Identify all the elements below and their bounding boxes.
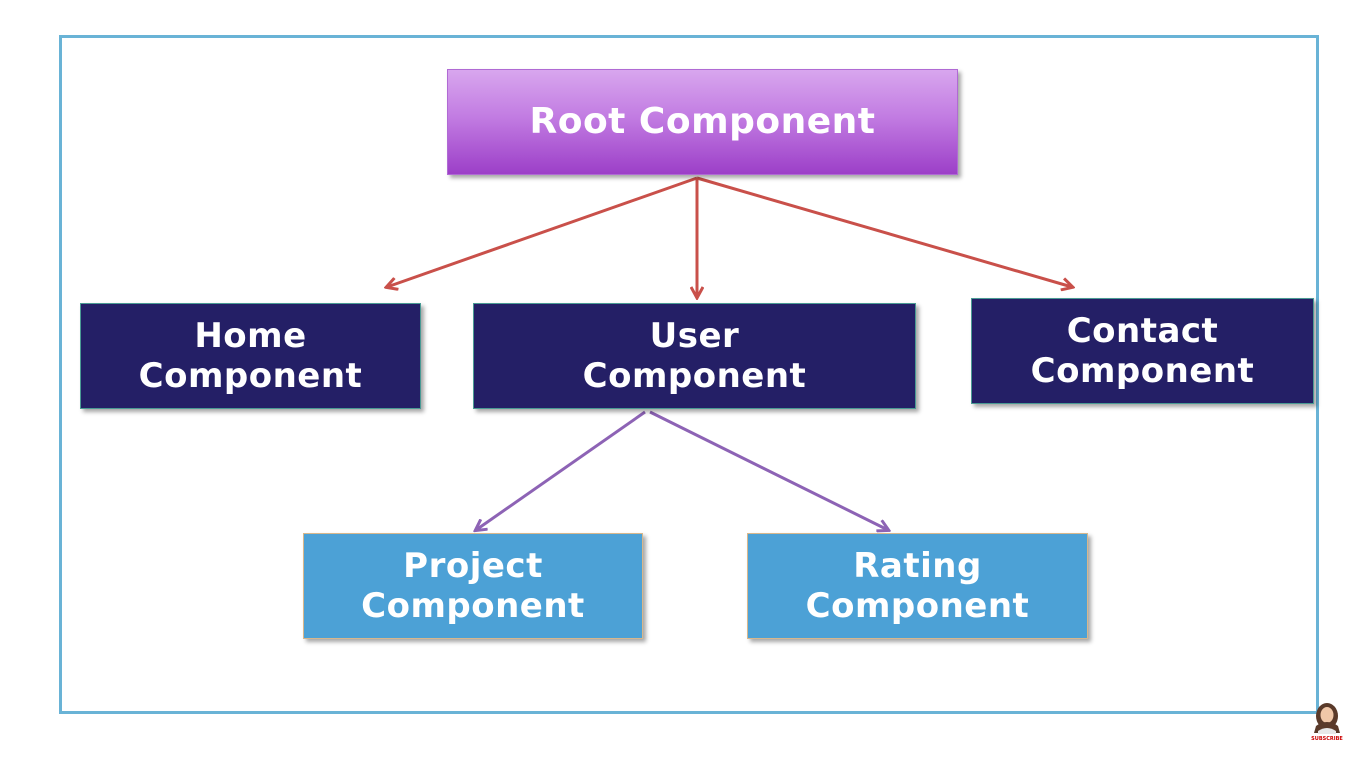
- project-component-label-line1: Project: [403, 545, 543, 586]
- user-component-node: User Component: [473, 303, 916, 409]
- contact-component-label-line2: Component: [1030, 351, 1255, 391]
- project-component-label-line2: Component: [361, 586, 585, 626]
- home-component-label-line1: Home: [194, 315, 307, 356]
- user-component-label-line1: User: [649, 315, 740, 356]
- home-component-label-line2: Component: [138, 356, 363, 396]
- project-component-node: Project Component: [303, 533, 643, 639]
- rating-component-node: Rating Component: [747, 533, 1088, 639]
- contact-component-node: Contact Component: [971, 298, 1314, 404]
- rating-component-label-line1: Rating: [853, 545, 982, 586]
- rating-component-label-line2: Component: [805, 586, 1030, 626]
- avatar-icon[interactable]: SUBSCRIBE: [1309, 700, 1345, 742]
- user-component-label-line2: Component: [582, 356, 807, 396]
- contact-component-label-line1: Contact: [1066, 310, 1219, 351]
- root-component-label: Root Component: [529, 100, 876, 142]
- svg-text:SUBSCRIBE: SUBSCRIBE: [1311, 736, 1343, 742]
- root-component-node: Root Component: [447, 69, 958, 175]
- home-component-node: Home Component: [80, 303, 421, 409]
